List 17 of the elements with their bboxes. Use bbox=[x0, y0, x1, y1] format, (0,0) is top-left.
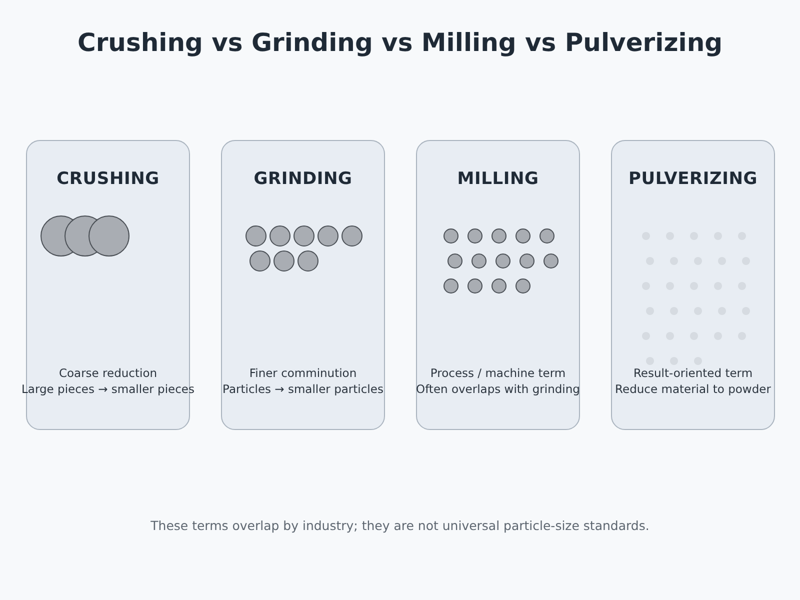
footnote: These terms overlap by industry; they are not universal particle-size standards. bbox=[150, 518, 650, 533]
card-heading: GRINDING bbox=[252, 169, 354, 189]
card-description: Result-oriented term bbox=[632, 366, 754, 380]
term-card bbox=[221, 140, 385, 430]
card-heading: CRUSHING bbox=[56, 169, 160, 189]
card-heading: PULVERIZING bbox=[627, 169, 759, 189]
card-description: Reduce material to powder bbox=[614, 382, 772, 396]
card-description: Coarse reduction bbox=[58, 366, 158, 380]
card-description: Often overlaps with grinding bbox=[415, 382, 581, 396]
card-heading: MILLING bbox=[456, 169, 540, 189]
card-description: Finer comminution bbox=[248, 366, 358, 380]
card-description: Particles → smaller particles bbox=[222, 382, 384, 396]
term-card bbox=[416, 140, 580, 430]
card-description: Process / machine term bbox=[429, 366, 567, 380]
title: Crushing vs Grinding vs Milling vs Pulverizing bbox=[76, 28, 724, 57]
term-card bbox=[611, 140, 775, 430]
card-description: Large pieces → smaller pieces bbox=[20, 382, 196, 396]
